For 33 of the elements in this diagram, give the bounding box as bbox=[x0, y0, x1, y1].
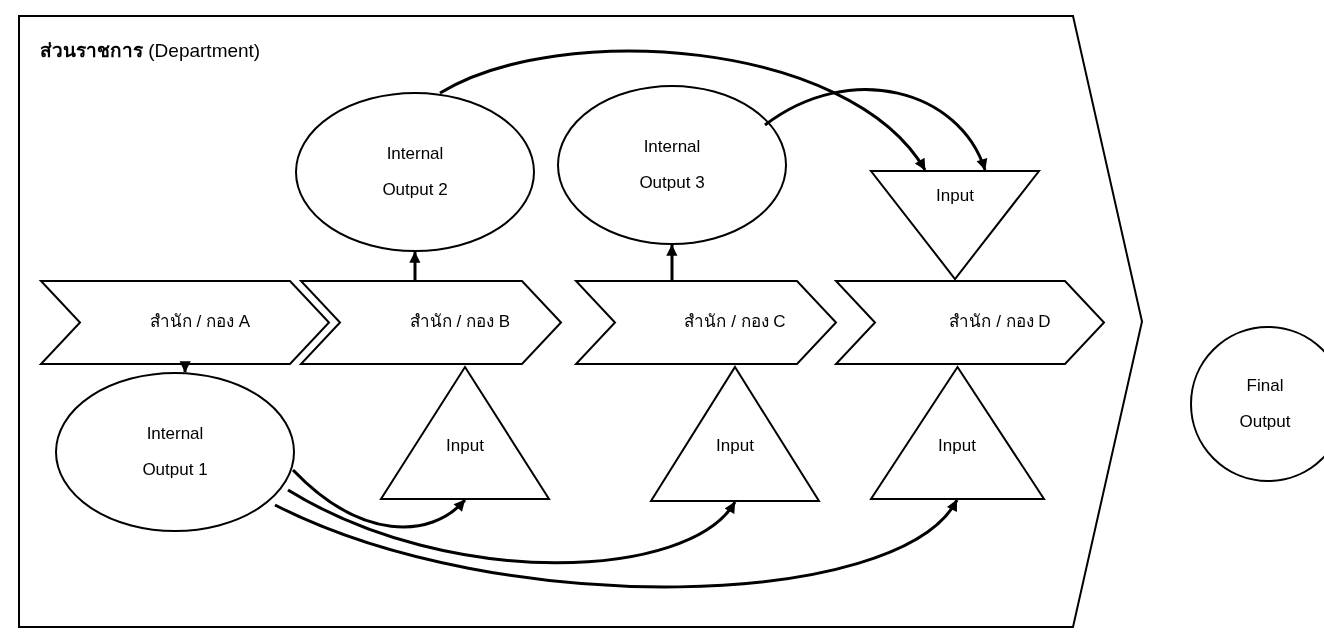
arrow bbox=[287, 488, 737, 565]
input-triangle bbox=[870, 170, 1040, 280]
node-label: Input bbox=[935, 185, 975, 207]
node-label: Internal Output 2 bbox=[381, 143, 449, 201]
node-label: Final Output bbox=[1238, 375, 1292, 433]
node-label: Input bbox=[715, 435, 755, 457]
panel-title: ส่วนราชการ (Department) bbox=[40, 39, 262, 63]
process-box bbox=[575, 280, 837, 365]
node-label: สำนัก / กอง D bbox=[948, 311, 1052, 333]
output-ellipse bbox=[295, 92, 535, 252]
arrow bbox=[179, 361, 191, 373]
node-label: Input bbox=[937, 435, 977, 457]
node-label: สำนัก / กอง C bbox=[683, 311, 787, 333]
arrow bbox=[666, 244, 678, 280]
node-label: Input bbox=[445, 435, 485, 457]
output-ellipse bbox=[557, 85, 787, 245]
department-panel bbox=[18, 15, 1143, 628]
process-box bbox=[835, 280, 1105, 365]
input-triangle bbox=[870, 366, 1045, 500]
node-label: สำนัก / กอง B bbox=[408, 311, 512, 333]
output-ellipse bbox=[55, 372, 295, 532]
arrow bbox=[764, 88, 987, 171]
input-triangle bbox=[380, 366, 550, 500]
arrow bbox=[274, 499, 959, 589]
process-box bbox=[300, 280, 562, 365]
arrow bbox=[409, 251, 421, 280]
arrow bbox=[439, 49, 927, 171]
process-box bbox=[40, 280, 330, 365]
arrow bbox=[291, 468, 467, 529]
node-label: Internal Output 3 bbox=[638, 136, 706, 194]
node-label: Internal Output 1 bbox=[141, 423, 209, 481]
node-label: สำนัก / กอง A bbox=[148, 311, 252, 333]
input-triangle bbox=[650, 366, 820, 502]
